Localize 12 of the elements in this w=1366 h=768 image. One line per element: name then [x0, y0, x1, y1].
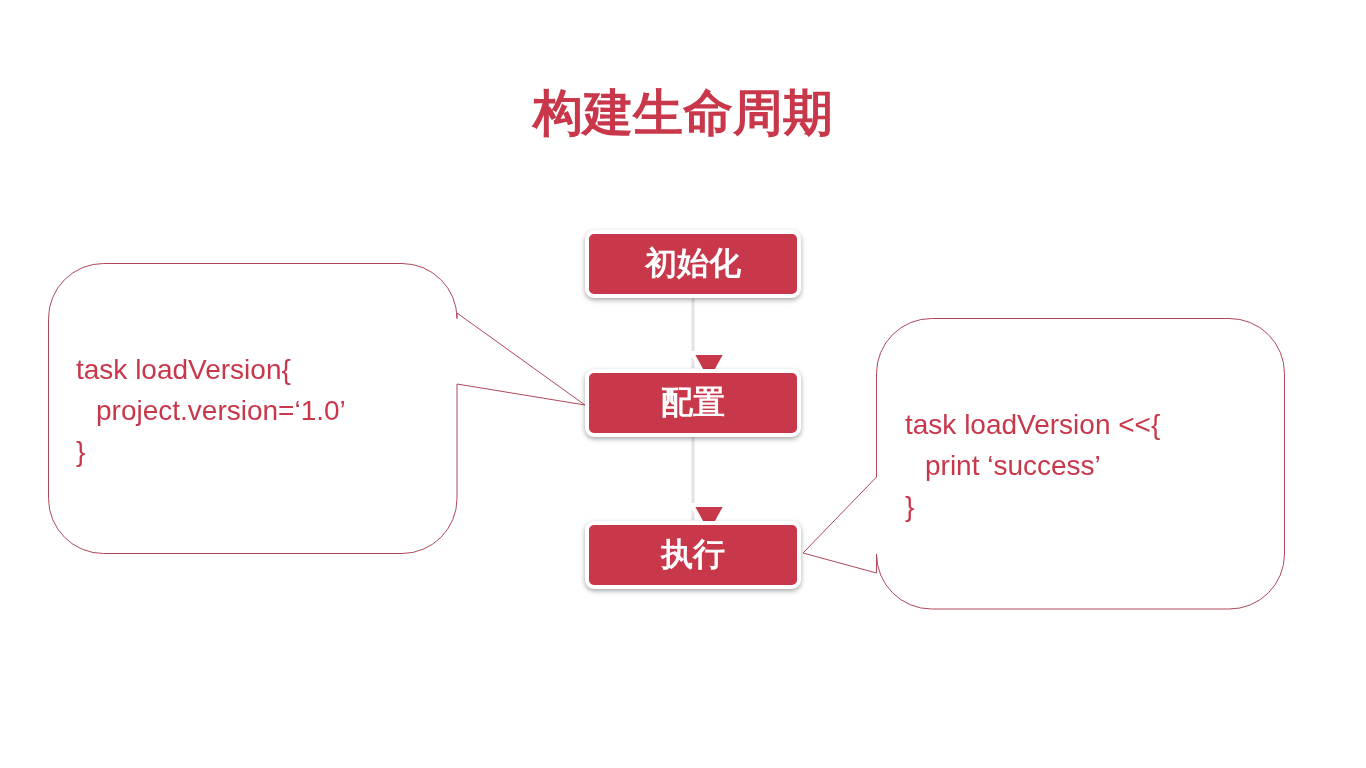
step-label: 初始化 [645, 243, 741, 284]
title: 构建生命周期 [530, 83, 834, 144]
step-label: 执行 [661, 534, 725, 575]
code-line: } [76, 435, 86, 469]
step-label: 配置 [661, 382, 725, 423]
code-line: project.version=‘1.0’ [96, 394, 346, 428]
code-line: print ‘success’ [925, 449, 1101, 483]
code-line: } [905, 490, 915, 524]
code-line: task loadVersion{ [76, 353, 291, 387]
code-line: task loadVersion <<{ [905, 408, 1161, 442]
speech-bubble [801, 318, 1286, 610]
speech-bubble [48, 263, 587, 554]
